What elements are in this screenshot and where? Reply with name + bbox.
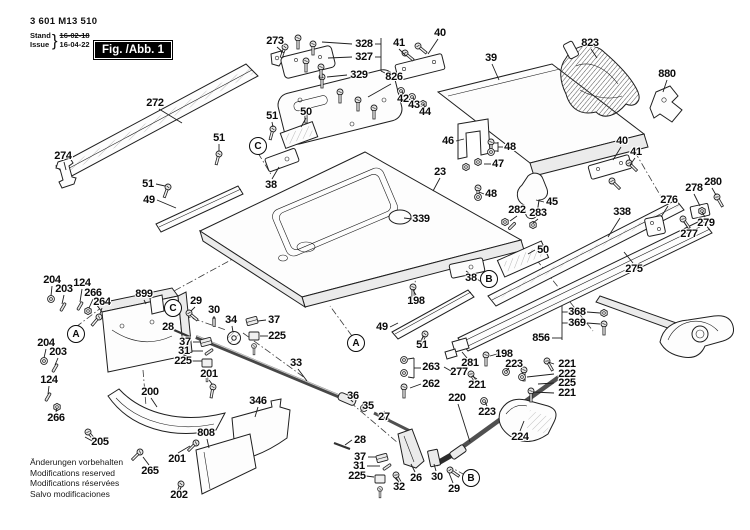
rail-272 bbox=[55, 63, 259, 179]
figure-label-box: Fig. /Abb. 1 bbox=[93, 40, 173, 60]
end-plate-276 bbox=[644, 215, 666, 237]
rod-27 bbox=[373, 411, 411, 433]
handle-46 bbox=[457, 118, 491, 160]
miter-gauge-856 bbox=[595, 295, 734, 358]
rod-33 bbox=[195, 335, 352, 403]
table-top-23 bbox=[198, 151, 525, 309]
plate-808 bbox=[195, 433, 257, 495]
housing-899 bbox=[95, 287, 193, 373]
product-number: 3 601 M13 510 bbox=[30, 16, 98, 27]
rail-49-bottom bbox=[391, 289, 475, 340]
insert-oval-339 bbox=[388, 209, 412, 225]
date-old: 16-02-18 bbox=[59, 31, 90, 40]
revision-block: Stand Issue } 16-02-18 16-04-22 bbox=[30, 31, 97, 49]
blade-guard-823 bbox=[560, 40, 640, 117]
disclaimer-line: Änderungen vorbehalten bbox=[30, 457, 124, 467]
part-880 bbox=[649, 85, 683, 123]
drawing-header: 3 601 M13 510 Stand Issue } 16-02-18 16-… bbox=[30, 16, 97, 49]
issue-label: Issue bbox=[30, 40, 50, 49]
rail-49-left bbox=[155, 185, 244, 233]
date-new: 16-04-22 bbox=[59, 40, 90, 49]
plate-50-top bbox=[279, 121, 319, 149]
plate-38-bottom bbox=[448, 257, 486, 279]
fence-39 bbox=[436, 63, 649, 177]
disclaimer-line: Modifications reserved bbox=[30, 467, 116, 478]
foot-224 bbox=[498, 398, 557, 442]
revision-brace: } bbox=[51, 30, 58, 50]
knob-34 bbox=[227, 331, 241, 345]
sleeve-36 bbox=[337, 392, 357, 406]
disclaimer-line: Salvo modificaciones bbox=[30, 488, 110, 499]
clip-274 bbox=[55, 157, 77, 189]
plate-38-left bbox=[264, 148, 300, 172]
plate-50-bottom bbox=[496, 240, 550, 278]
clamp-281 bbox=[444, 337, 470, 360]
fasteners bbox=[40, 34, 726, 498]
callout-lines bbox=[43, 38, 717, 491]
disclaimer-line: Modifications réservées bbox=[30, 478, 120, 488]
lever-26 bbox=[397, 428, 425, 469]
stand-label: Stand bbox=[30, 31, 51, 40]
bracket-30-bottom bbox=[427, 448, 441, 468]
plate-40-top bbox=[394, 53, 446, 81]
disclaimer-block: Änderungen vorbehalten Modifications res… bbox=[30, 457, 123, 499]
guard-200 bbox=[107, 388, 226, 434]
bracket-45 bbox=[516, 172, 548, 220]
